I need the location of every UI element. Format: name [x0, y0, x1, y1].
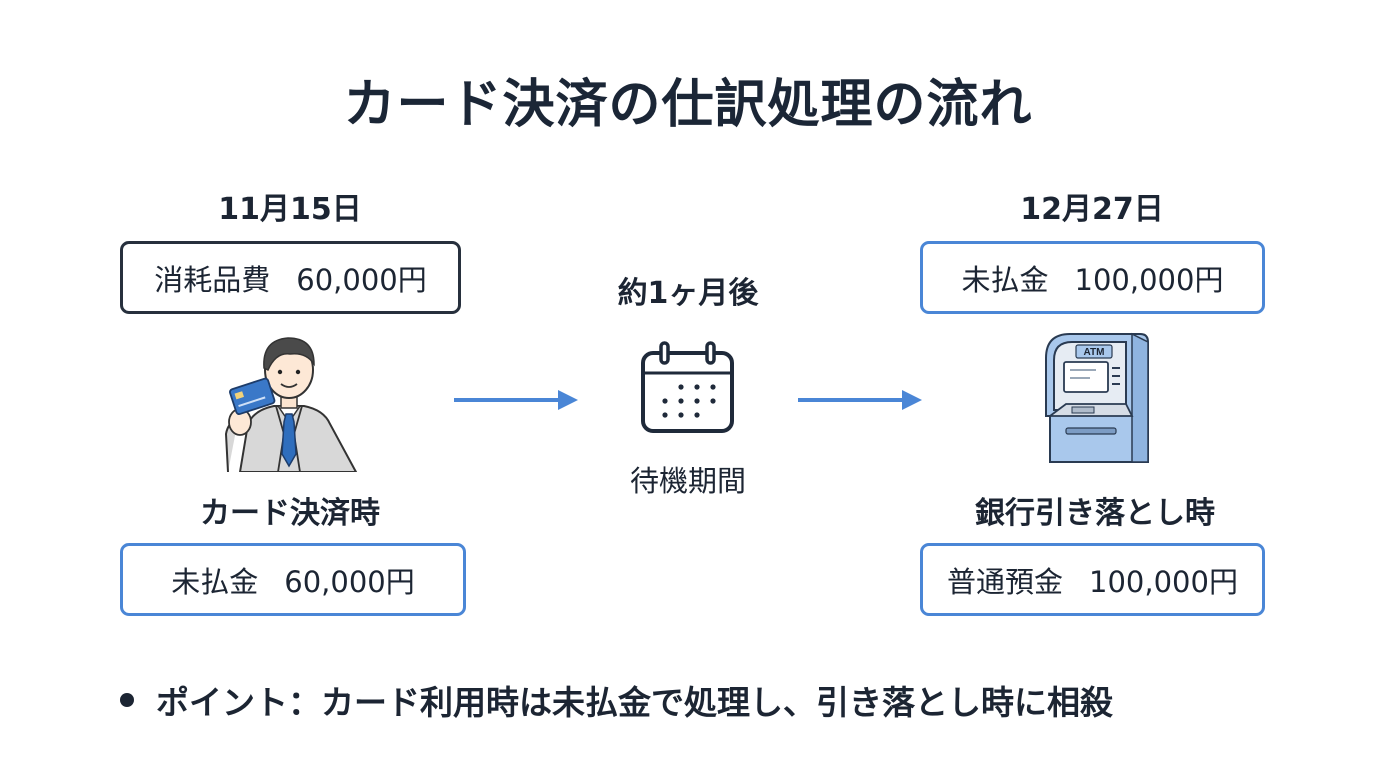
- arrow-right-icon: [796, 386, 924, 414]
- caption-bank-debit: 銀行引き落とし時: [975, 496, 1215, 531]
- calendar-icon: [639, 341, 736, 435]
- date-left: 11月15日: [218, 192, 362, 227]
- page-title: カード決済の仕訳処理の流れ: [343, 75, 1033, 135]
- arrow-right-icon: [452, 386, 580, 414]
- waiting-period-caption: 待機期間: [629, 464, 746, 498]
- entry-box-left-credit: 未払金 60,000円: [120, 543, 466, 616]
- amount-label: 100,000円: [1074, 262, 1224, 297]
- account-label: 未払金: [171, 564, 259, 599]
- entry-box-left-debit: 消耗品費 60,000円: [120, 241, 461, 314]
- account-label: 普通預金: [947, 564, 1064, 599]
- account-label: 消耗品費: [154, 262, 271, 297]
- atm-icon: ATM: [1036, 328, 1152, 468]
- amount-label: 100,000円: [1089, 564, 1238, 599]
- key-point-text: ポイント：カード利用時は未払金で処理し、引き落とし時に相殺: [156, 683, 1113, 722]
- amount-label: 60,000円: [284, 564, 415, 599]
- key-point: ポイント：カード利用時は未払金で処理し、引き落とし時に相殺: [120, 676, 1113, 724]
- interval-label: 約1ヶ月後: [617, 276, 759, 311]
- atm-sign-text: ATM: [1084, 347, 1105, 358]
- entry-box-right-debit: 未払金 100,000円: [920, 241, 1265, 314]
- entry-box-right-credit: 普通預金 100,000円: [920, 543, 1265, 616]
- account-label: 未払金: [961, 262, 1049, 297]
- businessman-with-card-icon: [218, 326, 360, 472]
- caption-card-payment: カード決済時: [200, 496, 380, 531]
- bullet-icon: [120, 693, 134, 707]
- amount-label: 60,000円: [296, 262, 427, 297]
- date-right: 12月27日: [1020, 192, 1164, 227]
